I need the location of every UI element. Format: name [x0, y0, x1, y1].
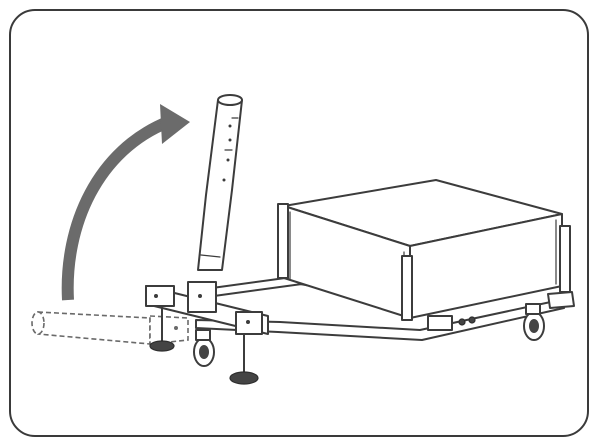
caster-front-left-icon [193, 329, 215, 367]
leveling-foot-center-icon [229, 333, 259, 385]
leveling-foot-left-icon [149, 305, 175, 352]
storage-box [277, 179, 571, 321]
mid-bracket [427, 315, 476, 331]
handle-upright [197, 94, 243, 271]
caster-back-right-icon [523, 303, 545, 341]
curved-arrow-up-icon [61, 104, 190, 301]
handle-lowered-position [31, 311, 189, 345]
front-crossbar [145, 281, 269, 335]
